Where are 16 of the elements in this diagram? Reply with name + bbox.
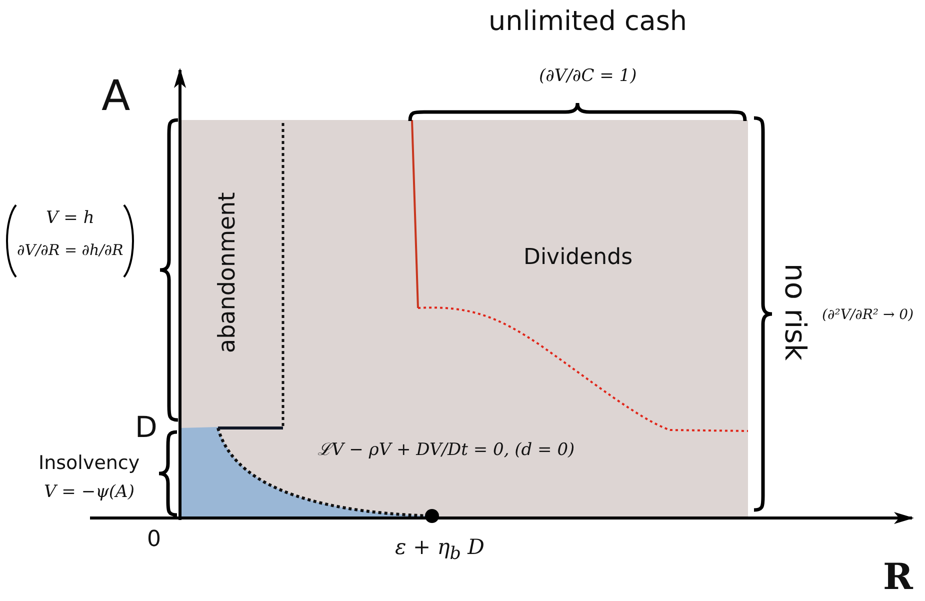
axis-label: D — [135, 412, 158, 444]
formula: V = h — [46, 208, 94, 228]
region-label: no risk — [778, 263, 810, 361]
axis-label: ε + η$_{b}$ D — [395, 536, 485, 564]
region-label: abandonment — [215, 192, 241, 353]
region-label: Dividends — [524, 246, 633, 270]
heading-label: unlimited cash — [488, 7, 688, 37]
axis-label: 0 — [147, 528, 161, 552]
formula: (∂V/∂C = 1) — [539, 66, 637, 86]
formula: V = −ψ(A) — [44, 482, 134, 502]
region-label: Insolvency — [38, 452, 140, 474]
axis-label: R — [883, 558, 913, 598]
formula: ∂V/∂R = ∂h/∂R — [17, 242, 124, 258]
axis-label: A — [102, 73, 130, 120]
formula: ℒV − ρV + DV/Dt = 0, (d = 0) — [318, 440, 575, 460]
formula: (∂²V/∂R² → 0) — [822, 308, 914, 323]
